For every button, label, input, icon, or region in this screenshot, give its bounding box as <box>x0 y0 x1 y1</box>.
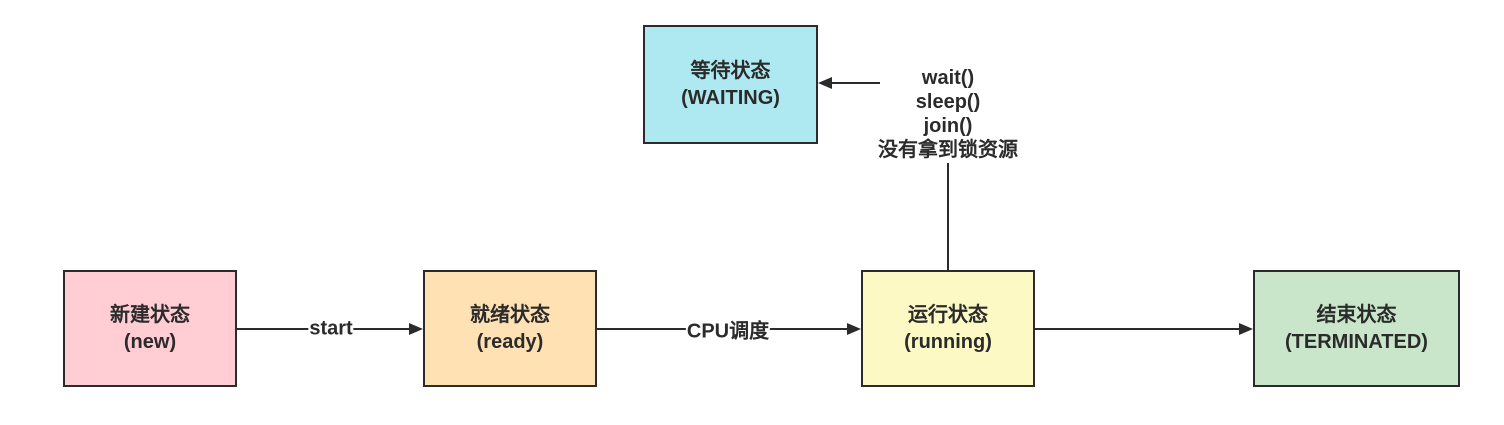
node-terminated-state: 结束状态 (TERMINATED) <box>1253 270 1460 387</box>
edge-running-to-terminated-arrowhead-icon <box>1239 323 1253 335</box>
node-waiting-label-zh: 等待状态 <box>690 59 771 82</box>
edge-running-to-waiting-vertical-line <box>947 163 949 270</box>
node-running-label: 运行状态 (running) <box>904 302 992 356</box>
node-running-label-zh: 运行状态 <box>908 303 988 326</box>
node-waiting-label: 等待状态 (WAITING) <box>681 58 780 112</box>
edge-ready-to-running-arrowhead-icon <box>847 323 861 335</box>
edge-running-to-waiting-arrowhead-icon <box>818 77 832 89</box>
node-ready-label-en: (ready) <box>476 330 544 353</box>
condition-sleep: sleep() <box>915 91 981 113</box>
node-terminated-label-en: (TERMINATED) <box>1285 330 1428 353</box>
edge-new-to-ready-arrowhead-icon <box>409 323 423 335</box>
node-terminated-label: 结束状态 (TERMINATED) <box>1285 302 1428 356</box>
node-terminated-label-zh: 结束状态 <box>1316 303 1397 326</box>
node-new-label: 新建状态 (new) <box>110 302 190 356</box>
node-ready-label-zh: 就绪状态 <box>470 303 550 326</box>
waiting-transition-conditions: wait() sleep() join() 没有拿到锁资源 <box>878 66 1018 162</box>
node-new-state: 新建状态 (new) <box>63 270 237 387</box>
edge-new-to-ready-label: start <box>308 317 354 341</box>
node-running-label-en: (running) <box>904 330 992 353</box>
node-waiting-state: 等待状态 (WAITING) <box>643 25 818 144</box>
node-waiting-label-en: (WAITING) <box>681 86 780 109</box>
edge-running-to-waiting-line <box>832 82 880 84</box>
condition-join: join() <box>923 115 973 137</box>
node-ready-label: 就绪状态 (ready) <box>470 302 550 356</box>
edge-running-to-terminated-line <box>1035 328 1241 330</box>
node-ready-state: 就绪状态 (ready) <box>423 270 597 387</box>
condition-wait: wait() <box>921 67 975 89</box>
node-new-label-zh: 新建状态 <box>110 303 190 326</box>
condition-no-lock: 没有拿到锁资源 <box>878 139 1018 161</box>
node-new-label-en: (new) <box>123 330 177 353</box>
edge-ready-to-running-label: CPU调度 <box>685 314 771 344</box>
node-running-state: 运行状态 (running) <box>861 270 1035 387</box>
